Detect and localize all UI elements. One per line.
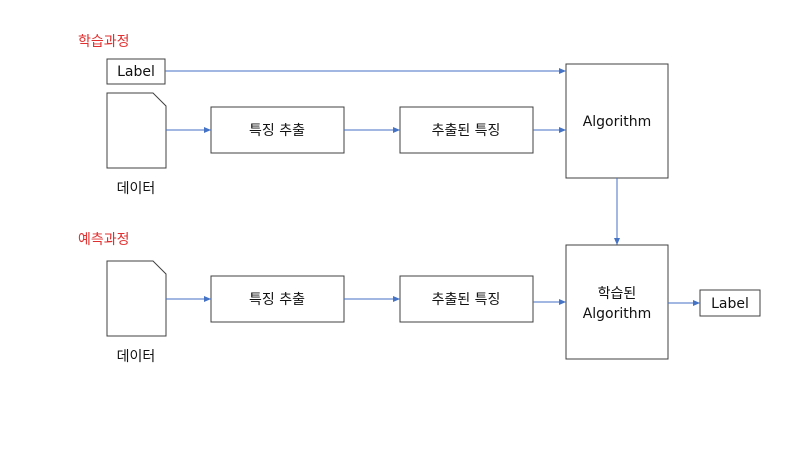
prediction-feature-extraction-box: 특징 추출 <box>210 275 345 323</box>
training-section-title: 학습과정 <box>78 34 130 50</box>
prediction-data-label: 데이터 <box>117 349 156 365</box>
trained-algorithm-box: 학습된 Algorithm <box>565 244 669 360</box>
training-label-text: Label <box>117 64 155 80</box>
prediction-data-document <box>106 260 167 337</box>
training-extracted-features-text: 추출된 특징 <box>432 123 501 139</box>
training-algorithm-box: Algorithm <box>565 63 669 179</box>
training-extracted-features-box: 추출된 특징 <box>399 106 534 154</box>
prediction-extracted-features-box: 추출된 특징 <box>399 275 534 323</box>
training-feature-extraction-text: 특징 추출 <box>249 123 305 139</box>
training-label-box: Label <box>106 58 166 85</box>
prediction-extracted-features-text: 추출된 특징 <box>432 292 501 308</box>
prediction-feature-extraction-text: 특징 추출 <box>249 292 305 308</box>
prediction-label-box: Label <box>699 289 761 317</box>
trained-algorithm-text-line1: 학습된 <box>598 286 637 302</box>
training-algorithm-text: Algorithm <box>583 114 652 130</box>
prediction-label-text: Label <box>711 296 749 312</box>
training-data-label: 데이터 <box>117 181 156 197</box>
trained-algorithm-text-line2: Algorithm <box>583 306 652 322</box>
training-data-document <box>106 92 167 169</box>
prediction-section-title: 예측과정 <box>78 232 130 248</box>
training-feature-extraction-box: 특징 추출 <box>210 106 345 154</box>
